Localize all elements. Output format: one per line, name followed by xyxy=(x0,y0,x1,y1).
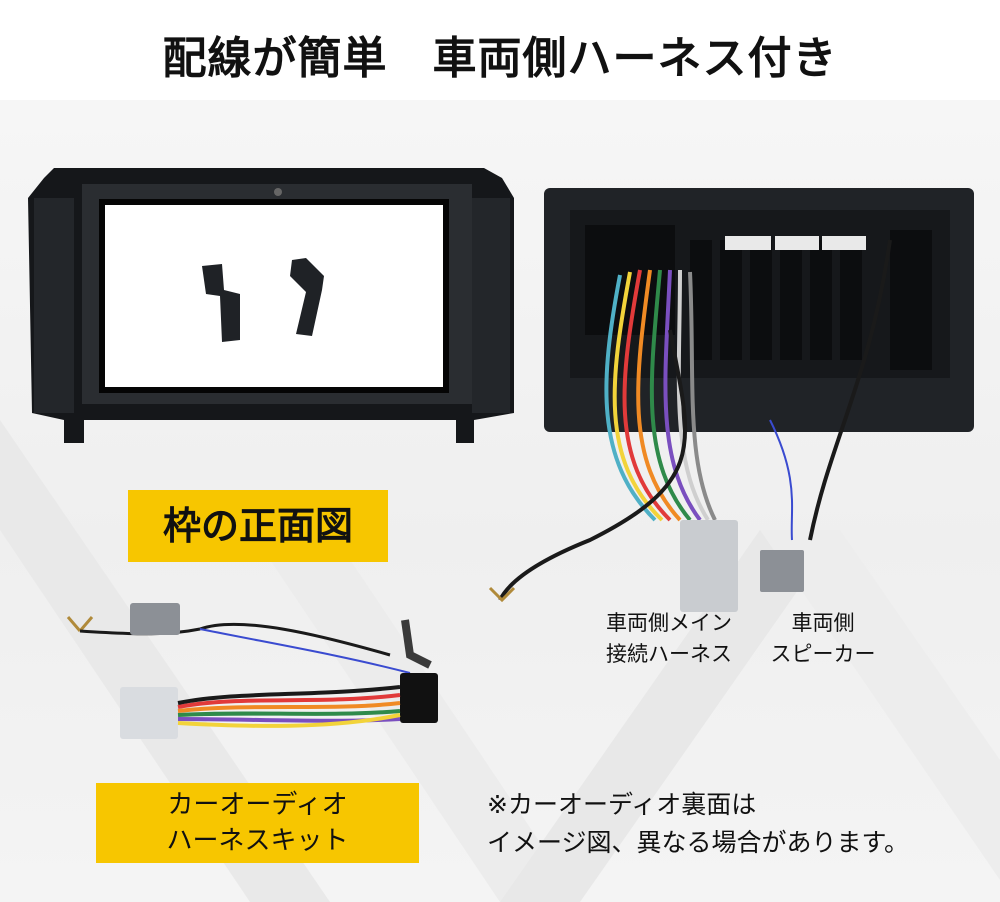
page-title: 配線が簡単 車両側ハーネス付き xyxy=(162,33,838,84)
main-harness-caption: 車両側メイン 接続ハーネス xyxy=(606,611,732,666)
audio-harness-kit-label: カーオーディオ ハーネスキット xyxy=(96,783,419,863)
dash-frame-photo xyxy=(28,168,514,443)
frame-front-label: 枠の正面図 xyxy=(128,490,388,562)
car-stereo-back-photo xyxy=(488,188,974,612)
disclaimer-note: ※カーオーディオ裏面は イメージ図、異なる場合があります。 xyxy=(487,790,910,857)
audio-harness-kit-photo xyxy=(66,603,438,739)
speaker-harness-caption: 車両側 スピーカー xyxy=(770,611,876,666)
